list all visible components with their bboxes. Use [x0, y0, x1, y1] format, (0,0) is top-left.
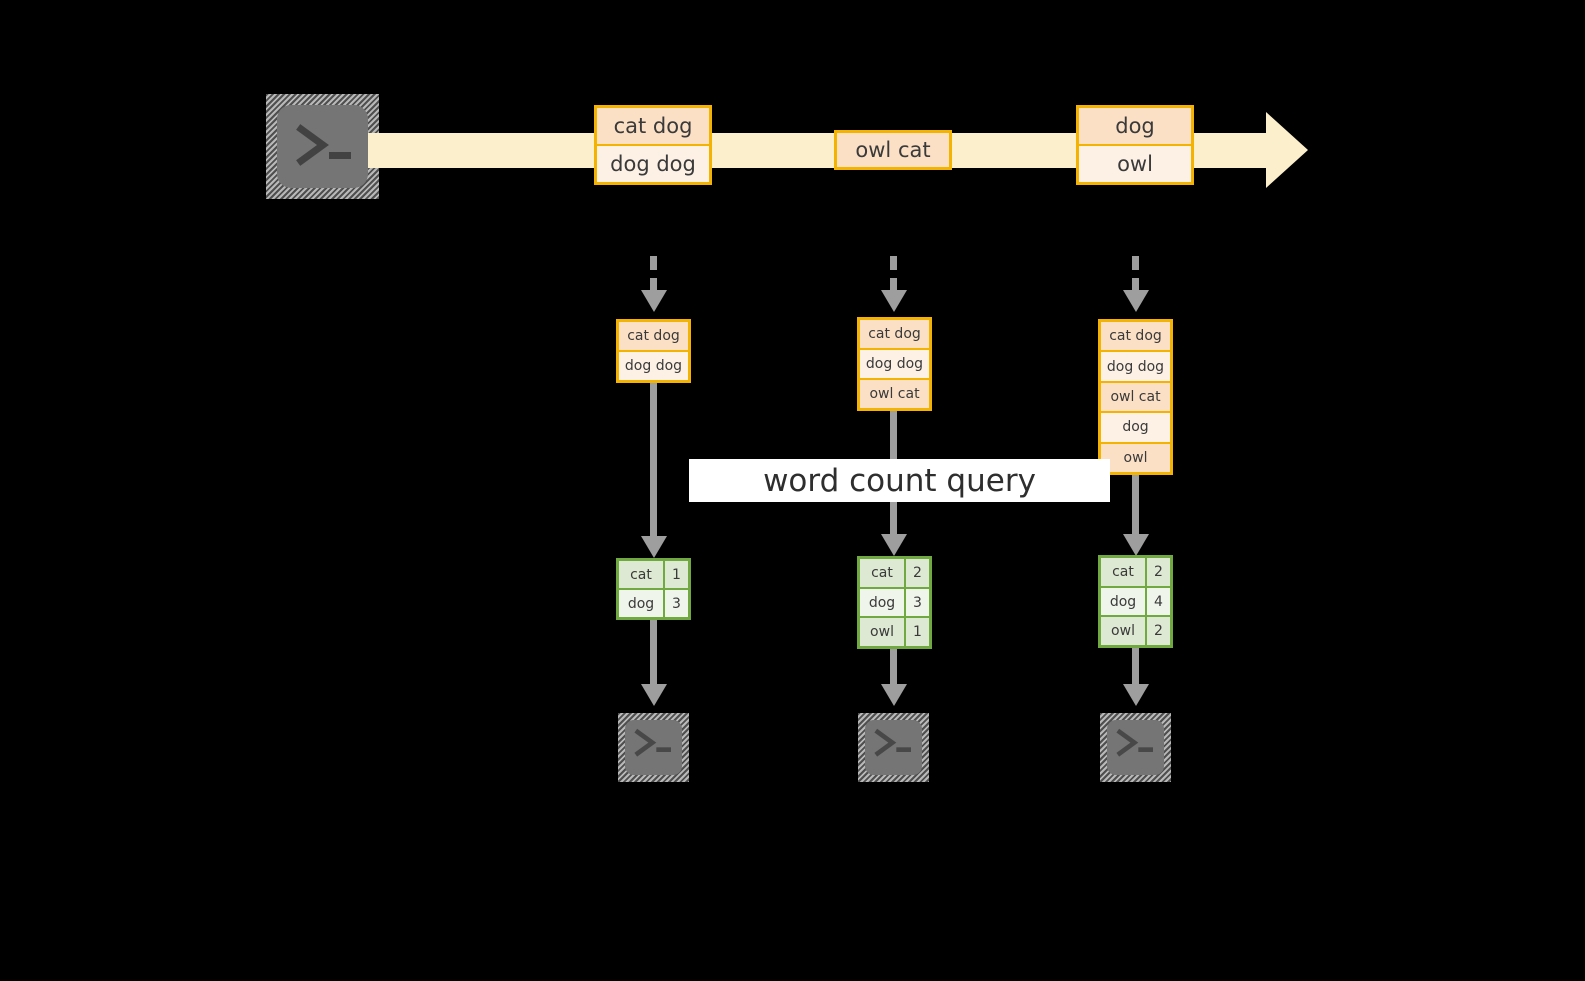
count-value: 1 [906, 618, 929, 647]
snapshot-1-records: cat dog dog dog [616, 319, 691, 383]
stream-group-2: owl cat [834, 130, 952, 170]
snapshot-3-sink-line [1132, 648, 1139, 686]
count-value: 3 [665, 590, 688, 617]
count-value: 2 [906, 559, 929, 587]
count-word: cat [619, 561, 665, 588]
snapshot-3-tap-line [1132, 256, 1139, 292]
snapshot-3-records: cat dog dog dog owl cat dog owl [1098, 319, 1173, 475]
snapshot-1-sink-arrowhead [641, 684, 667, 706]
snapshot-1-sink-line [650, 620, 657, 686]
snapshot-1-tap-arrowhead [641, 290, 667, 312]
count-word: cat [1101, 558, 1147, 586]
count-word: dog [860, 588, 906, 617]
snapshot-3-sink-terminal-icon [1100, 713, 1171, 782]
count-value: 1 [665, 561, 688, 588]
snapshot-2-sink-line [890, 649, 897, 686]
table-row: dog 3 [860, 588, 929, 619]
count-word: dog [1101, 587, 1147, 616]
snapshot-3-sink-arrowhead [1123, 684, 1149, 706]
source-terminal-icon [266, 94, 379, 199]
snapshot-1-sink-terminal-icon [618, 713, 689, 782]
snapshot-2-counts-table: cat 2 dog 3 owl 1 [857, 556, 932, 649]
snapshot-record: owl cat [1101, 382, 1170, 414]
count-value: 2 [1147, 558, 1170, 586]
snapshot-record: cat dog [619, 322, 688, 352]
count-word: cat [860, 559, 906, 587]
snapshot-3-query-arrowhead [1123, 534, 1149, 556]
count-value: 3 [906, 588, 929, 617]
stream-record: dog [1079, 108, 1191, 146]
snapshot-record: dog [1101, 413, 1170, 444]
stream-group-1: cat dog dog dog [594, 105, 712, 185]
snapshot-3-tap-arrowhead [1123, 290, 1149, 312]
terminal-prompt-glyph [1116, 728, 1153, 757]
table-row: owl 1 [860, 618, 929, 647]
stream-group-3: dog owl [1076, 105, 1194, 185]
snapshot-2-sink-arrowhead [881, 684, 907, 706]
stream-record: cat dog [597, 108, 709, 146]
stream-arrow-head [1266, 112, 1308, 188]
snapshot-2-tap-arrowhead [881, 290, 907, 312]
snapshot-record: dog dog [860, 350, 929, 380]
snapshot-2-query-arrowhead [881, 534, 907, 556]
snapshot-record: owl [1101, 443, 1170, 473]
terminal-prompt-glyph [874, 728, 911, 757]
snapshot-1-query-line [650, 383, 657, 538]
terminal-prompt-glyph [634, 728, 671, 757]
count-word: dog [619, 590, 665, 617]
snapshot-record: dog dog [1101, 352, 1170, 383]
snapshot-record: owl cat [860, 380, 929, 408]
count-value: 4 [1147, 587, 1170, 616]
stream-record: owl cat [837, 133, 949, 167]
snapshot-1-tap-line [650, 256, 657, 292]
word-count-query-label: word count query [689, 459, 1110, 502]
table-row: cat 1 [619, 561, 688, 590]
table-row: cat 2 [1101, 558, 1170, 588]
count-word: owl [1101, 617, 1147, 646]
table-row: dog 3 [619, 590, 688, 617]
count-value: 2 [1147, 617, 1170, 646]
snapshot-2-records: cat dog dog dog owl cat [857, 317, 932, 411]
snapshot-2-tap-line [890, 256, 897, 292]
snapshot-3-query-line [1132, 475, 1139, 538]
snapshot-record: dog dog [619, 352, 688, 380]
table-row: dog 4 [1101, 587, 1170, 618]
stream-record: dog dog [597, 146, 709, 182]
snapshot-1-query-arrowhead [641, 536, 667, 558]
table-row: cat 2 [860, 559, 929, 589]
snapshot-record: cat dog [1101, 322, 1170, 353]
count-word: owl [860, 618, 906, 647]
snapshot-record: cat dog [860, 320, 929, 350]
snapshot-1-counts-table: cat 1 dog 3 [616, 558, 691, 620]
terminal-prompt-glyph [296, 124, 351, 166]
table-row: owl 2 [1101, 617, 1170, 646]
stream-record: owl [1079, 146, 1191, 182]
snapshot-3-counts-table: cat 2 dog 4 owl 2 [1098, 555, 1173, 648]
snapshot-2-sink-terminal-icon [858, 713, 929, 782]
